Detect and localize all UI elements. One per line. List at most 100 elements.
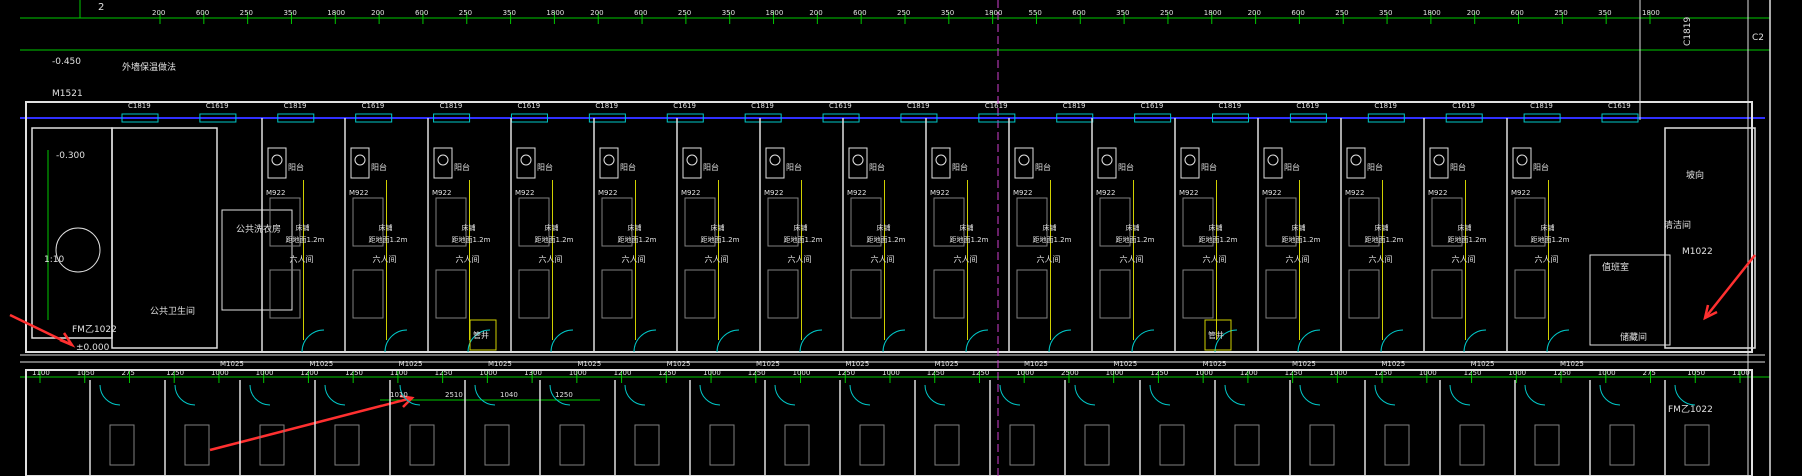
shaft-box bbox=[469, 319, 497, 351]
distance-note: 距地面1.2m bbox=[1531, 235, 1570, 244]
bottom-dimension-label: 1250 bbox=[1553, 369, 1571, 377]
top-dimension-label: 1800 bbox=[327, 9, 345, 17]
lower-bed-symbol bbox=[409, 424, 435, 466]
bed-symbol bbox=[1348, 197, 1380, 247]
lower-door-swing bbox=[549, 384, 571, 406]
top-dimension-label: 350 bbox=[1598, 9, 1611, 17]
window-symbol bbox=[1523, 113, 1561, 123]
sink-icon bbox=[686, 154, 698, 166]
bed-symbol bbox=[1016, 197, 1048, 247]
lower-bed-symbol bbox=[1609, 424, 1635, 466]
lower-door-swing bbox=[1524, 384, 1546, 406]
bottom-dimension-label: 275 bbox=[121, 369, 134, 377]
bed-symbol bbox=[1182, 197, 1214, 247]
balcony-fixture bbox=[267, 147, 287, 179]
door-tag: M1025 bbox=[1381, 360, 1405, 368]
balcony-fixture bbox=[350, 147, 370, 179]
room-label-balcony: 阳台 bbox=[1201, 162, 1217, 172]
bathroom-door-tag: M922 bbox=[598, 189, 617, 197]
door-swing bbox=[1297, 329, 1321, 353]
lower-door-swing bbox=[1149, 384, 1171, 406]
door-swing bbox=[1048, 329, 1072, 353]
room-label-six-person: 六人间 bbox=[1037, 254, 1061, 264]
balcony-fixture bbox=[931, 147, 951, 179]
shaft-box bbox=[1204, 319, 1232, 351]
bed-symbol bbox=[933, 197, 965, 247]
top-dimension-label: 1800 bbox=[766, 9, 784, 17]
door-swing bbox=[1546, 329, 1570, 353]
door-tag: M1025 bbox=[1203, 360, 1227, 368]
lower-door-swing bbox=[624, 384, 646, 406]
window-symbol bbox=[433, 113, 471, 123]
door-right-tag: FM乙1022 bbox=[1668, 404, 1713, 415]
lower-door-swing bbox=[474, 384, 496, 406]
elevation-top-label: -0.450 bbox=[52, 57, 81, 67]
top-dimension-label: 600 bbox=[196, 9, 209, 17]
bottom-dimension-label: 1000 bbox=[703, 369, 721, 377]
window-tag: C1819 bbox=[128, 102, 151, 110]
top-dimension-label: 200 bbox=[371, 9, 384, 17]
balcony-fixture bbox=[765, 147, 785, 179]
bottom-dimension-label: 1250 bbox=[1150, 369, 1168, 377]
top-dimension-label: 200 bbox=[1467, 9, 1480, 17]
bottom-dimension-label: 1000 bbox=[479, 369, 497, 377]
bathroom-door-tag: M922 bbox=[930, 189, 949, 197]
door-swing bbox=[965, 329, 989, 353]
bottom-dimension-label: 1200 bbox=[300, 369, 318, 377]
door-swing bbox=[301, 329, 325, 353]
lower-door-swing bbox=[1374, 384, 1396, 406]
bed-symbol bbox=[1099, 269, 1131, 319]
lower-door-swing bbox=[999, 384, 1021, 406]
bed-symbol bbox=[850, 197, 882, 247]
lower-door-swing bbox=[774, 384, 796, 406]
top-dimension-label: 250 bbox=[240, 9, 253, 17]
bathroom-door-tag: M922 bbox=[764, 189, 783, 197]
lower-bed-symbol bbox=[484, 424, 510, 466]
window-symbol bbox=[1289, 113, 1327, 123]
bed-note: 床铺 bbox=[1292, 223, 1306, 232]
bed-symbol bbox=[1514, 269, 1546, 319]
bed-note: 床铺 bbox=[1043, 223, 1057, 232]
door-swing bbox=[882, 329, 906, 353]
bed-note: 床铺 bbox=[462, 223, 476, 232]
window-symbol bbox=[121, 113, 159, 123]
window-tag: C1819 bbox=[284, 102, 307, 110]
bottom-dimension-label: 1050 bbox=[1687, 369, 1705, 377]
sink-icon bbox=[520, 154, 532, 166]
bathroom-door-tag: M922 bbox=[349, 189, 368, 197]
window-symbol bbox=[666, 113, 704, 123]
lower-bed-symbol bbox=[1534, 424, 1560, 466]
bed-note: 床铺 bbox=[1458, 223, 1472, 232]
lower-door-swing bbox=[924, 384, 946, 406]
lower-bed-symbol bbox=[259, 424, 285, 466]
bottom-dimension-label: 1250 bbox=[1374, 369, 1392, 377]
bed-note: 床铺 bbox=[1541, 223, 1555, 232]
bed-symbol bbox=[352, 197, 384, 247]
window-tag: C1619 bbox=[1141, 102, 1164, 110]
shaft-label: 管井 bbox=[473, 330, 489, 340]
top-dimension-label: 200 bbox=[152, 9, 165, 17]
bottom-dimension-label: 1250 bbox=[658, 369, 676, 377]
top-dimension-label: 250 bbox=[1160, 9, 1173, 17]
bed-symbol bbox=[1016, 269, 1048, 319]
door-swing bbox=[633, 329, 657, 353]
door-tag: M1025 bbox=[488, 360, 512, 368]
distance-note: 距地面1.2m bbox=[1282, 235, 1321, 244]
bathroom-door-tag: M922 bbox=[847, 189, 866, 197]
door-tag: M1025 bbox=[577, 360, 601, 368]
bed-symbol bbox=[1514, 197, 1546, 247]
bottom-dimension-label: 1000 bbox=[1598, 369, 1616, 377]
bottom-dimension-label: 1250 bbox=[435, 369, 453, 377]
top-dimension-label: 350 bbox=[1116, 9, 1129, 17]
sink-icon bbox=[1433, 154, 1445, 166]
bed-note: 床铺 bbox=[877, 223, 891, 232]
static-linework bbox=[9, 0, 1771, 476]
sink-icon bbox=[271, 154, 283, 166]
inner-dimension-label: 2510 bbox=[445, 391, 463, 399]
axis-left-label: 2 bbox=[98, 2, 104, 13]
bottom-dimension-label: 1100 bbox=[32, 369, 50, 377]
sink-icon bbox=[603, 154, 615, 166]
door-tag: M1025 bbox=[845, 360, 869, 368]
bathroom-door-tag: M922 bbox=[515, 189, 534, 197]
